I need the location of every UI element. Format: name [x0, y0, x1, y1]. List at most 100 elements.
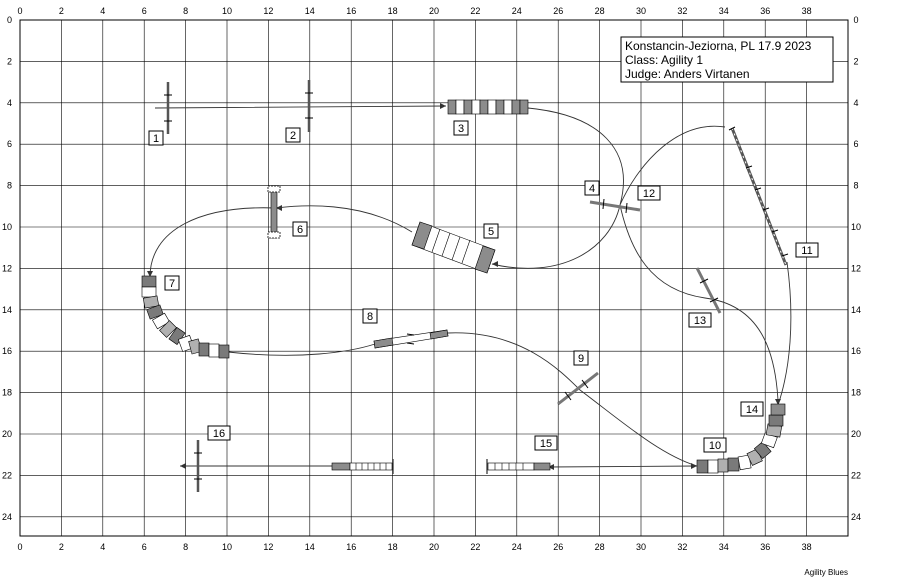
- y-tick-label-right: 16: [851, 346, 861, 356]
- y-tick-label-right: 8: [853, 181, 858, 191]
- x-tick-label-bottom: 34: [719, 542, 729, 552]
- y-tick-label-right: 0: [853, 15, 858, 25]
- x-tick-label-top: 16: [346, 6, 356, 16]
- x-tick-label-top: 20: [429, 6, 439, 16]
- x-tick-label-top: 12: [263, 6, 273, 16]
- obstacle-5-tunnel: [411, 221, 496, 274]
- x-tick-label-top: 6: [142, 6, 147, 16]
- obstacle-9-jump: [557, 371, 599, 406]
- number-label-10: 10: [703, 437, 727, 453]
- credit-text: Agility Blues: [804, 568, 848, 577]
- x-tick-label-bottom: 36: [760, 542, 770, 552]
- y-tick-label-right: 14: [851, 305, 861, 315]
- number-label-16: 16: [207, 425, 231, 441]
- x-tick-label-top: 2: [59, 6, 64, 16]
- svg-text:8: 8: [367, 311, 373, 323]
- number-label-14: 14: [740, 401, 764, 417]
- x-tick-label-top: 24: [512, 6, 522, 16]
- obstacle-6-wall: [267, 185, 281, 239]
- x-tick-label-bottom: 24: [512, 542, 522, 552]
- obstacle-1-jump: [164, 82, 172, 134]
- number-label-2: 2: [285, 127, 301, 143]
- y-tick-label-right: 6: [853, 139, 858, 149]
- course-info-box: Konstancin-Jeziorna, PL 17.9 2023 Class:…: [620, 36, 834, 83]
- x-tick-label-top: 4: [100, 6, 105, 16]
- path-arrows: [147, 103, 781, 470]
- svg-text:15: 15: [540, 438, 552, 450]
- x-tick-label-bottom: 32: [677, 542, 687, 552]
- obstacle-2-jump: [305, 80, 313, 132]
- x-tick-label-bottom: 28: [595, 542, 605, 552]
- number-label-4: 4: [584, 180, 600, 196]
- obstacle-11-dogwalk: [728, 126, 789, 266]
- y-tick-label-left: 14: [2, 305, 12, 315]
- x-tick-label-top: 30: [636, 6, 646, 16]
- x-tick-label-bottom: 4: [100, 542, 105, 552]
- x-tick-label-top: 36: [760, 6, 770, 16]
- number-label-3: 3: [453, 120, 469, 136]
- y-tick-label-right: 24: [851, 512, 861, 522]
- x-tick-label-bottom: 18: [388, 542, 398, 552]
- x-tick-label-bottom: 12: [263, 542, 273, 552]
- x-tick-label-bottom: 38: [802, 542, 812, 552]
- number-label-11: 11: [795, 242, 819, 258]
- y-tick-label-left: 4: [7, 98, 12, 108]
- obstacle-4-jump: [589, 198, 641, 214]
- y-tick-label-right: 2: [853, 56, 858, 66]
- x-tick-label-top: 14: [305, 6, 315, 16]
- svg-text:2: 2: [290, 130, 296, 142]
- y-tick-label-right: 20: [851, 429, 861, 439]
- x-tick-label-bottom: 14: [305, 542, 315, 552]
- x-tick-label-top: 28: [595, 6, 605, 16]
- y-tick-label-left: 6: [7, 139, 12, 149]
- svg-text:12: 12: [643, 188, 655, 200]
- x-tick-label-top: 18: [388, 6, 398, 16]
- svg-text:1: 1: [153, 133, 159, 145]
- svg-text:3: 3: [458, 123, 464, 135]
- x-tick-label-bottom: 30: [636, 542, 646, 552]
- y-tick-label-left: 8: [7, 181, 12, 191]
- y-tick-label-left: 22: [2, 470, 12, 480]
- x-tick-label-top: 22: [470, 6, 480, 16]
- svg-text:4: 4: [589, 183, 595, 195]
- obstacle-7-tunnel: [141, 275, 230, 359]
- x-tick-label-bottom: 22: [470, 542, 480, 552]
- y-tick-label-right: 4: [853, 98, 858, 108]
- x-tick-label-bottom: 2: [59, 542, 64, 552]
- x-tick-label-bottom: 20: [429, 542, 439, 552]
- number-label-8: 8: [362, 308, 378, 324]
- obstacle-number-labels: 1 2 3 4 5 6 7 8 9 10 11 12 13 14 15 16: [148, 120, 819, 453]
- number-label-6: 6: [292, 221, 308, 237]
- svg-text:10: 10: [709, 440, 721, 452]
- svg-text:7: 7: [169, 278, 175, 290]
- x-tick-label-top: 38: [802, 6, 812, 16]
- y-tick-label-left: 10: [2, 222, 12, 232]
- x-tick-label-top: 8: [183, 6, 188, 16]
- x-tick-label-top: 26: [553, 6, 563, 16]
- svg-text:11: 11: [801, 245, 812, 257]
- y-tick-label-left: 24: [2, 512, 12, 522]
- axis-ticks: 0022446688101012121414161618182020222224…: [2, 6, 861, 552]
- y-tick-label-left: 16: [2, 346, 12, 356]
- info-class: Class: Agility 1: [625, 53, 703, 67]
- y-tick-label-left: 12: [2, 263, 12, 273]
- obstacle-3-tunnel: [447, 99, 529, 115]
- svg-text:13: 13: [694, 315, 706, 327]
- y-tick-label-left: 20: [2, 429, 12, 439]
- svg-text:6: 6: [297, 224, 303, 236]
- x-tick-label-top: 34: [719, 6, 729, 16]
- y-tick-label-right: 12: [851, 263, 861, 273]
- y-tick-label-left: 18: [2, 388, 12, 398]
- x-tick-label-bottom: 8: [183, 542, 188, 552]
- obstacle-8-jump: [373, 329, 449, 349]
- x-tick-label-bottom: 10: [222, 542, 232, 552]
- number-label-7: 7: [164, 275, 180, 291]
- number-label-13: 13: [688, 312, 712, 328]
- y-tick-label-right: 10: [851, 222, 861, 232]
- y-tick-label-left: 2: [7, 56, 12, 66]
- y-tick-label-right: 22: [851, 470, 861, 480]
- number-label-5: 5: [483, 223, 499, 239]
- x-tick-label-bottom: 26: [553, 542, 563, 552]
- x-tick-label-top: 0: [17, 6, 22, 16]
